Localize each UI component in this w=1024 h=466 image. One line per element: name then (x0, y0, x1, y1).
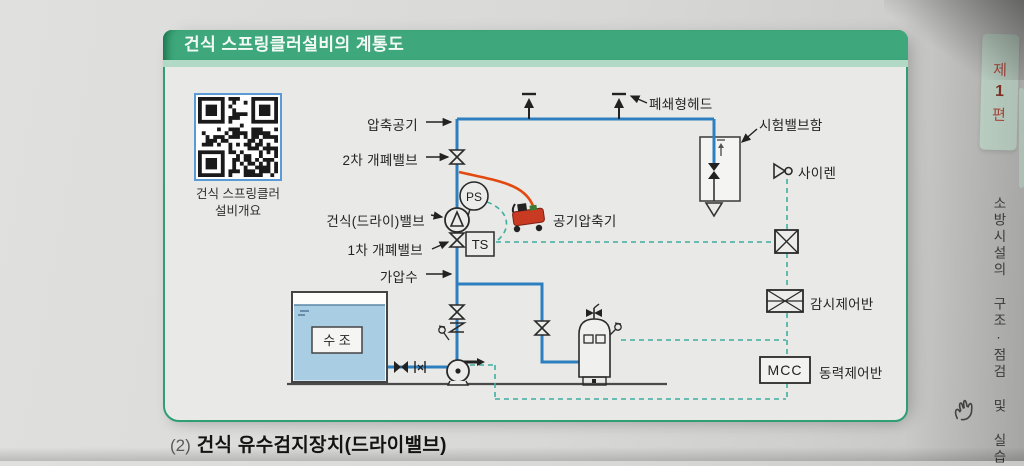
book-vertical-title: 소방시설의 구조·점검 및 실습 (991, 196, 1006, 466)
label-pressurized-water: 가압수 (379, 270, 418, 285)
sprinkler-schematic: 수 조 (287, 92, 811, 400)
chamber-gauge-icon (614, 323, 622, 331)
qr-block: 건식 스프링클러 설비개요 (187, 93, 289, 220)
label-power-panel: 동력제어반 (819, 366, 883, 381)
section-header-bar: 건식 스프링클러설비의 계통도 (163, 30, 908, 60)
fire-pump-icon (446, 358, 485, 386)
drain-funnel-icon (704, 202, 724, 218)
ts-label: TS (472, 237, 489, 252)
suction-fittings (394, 361, 426, 373)
primary-gate-valve-icon (448, 232, 466, 248)
hand-scribble-icon (954, 399, 973, 421)
annotation-arrows (426, 95, 758, 279)
label-secondary-valve: 2차 개폐밸브 (342, 153, 418, 168)
qr-code-image (198, 97, 278, 177)
siren-icon (773, 162, 793, 180)
ps-label: PS (466, 190, 482, 204)
tamper-switch-box (465, 231, 495, 257)
qr-caption-line2: 설비개요 (214, 204, 261, 218)
photo-bottom-shade (0, 447, 1024, 461)
air-hose (458, 170, 536, 210)
riser-devices (438, 149, 495, 341)
footer-caption: (2) 건식 유수검지장치(드라이밸브) (170, 430, 447, 457)
water-tank: 수 조 (291, 291, 388, 383)
gauge-icon (438, 326, 446, 334)
pressure-switch-circle (459, 181, 489, 211)
signal-lines (470, 179, 788, 400)
label-test-valve-box: 시험밸브함 (759, 118, 823, 133)
label-monitor-panel: 감시제어반 (810, 297, 874, 312)
secondary-gate-valve-icon (448, 149, 466, 165)
label-primary-valve: 1차 개폐밸브 (347, 243, 423, 258)
label-siren: 사이렌 (798, 166, 837, 181)
mcc-label: MCC (768, 362, 803, 378)
pressure-chamber (578, 303, 622, 386)
next-tab-sliver (1019, 88, 1024, 188)
branch-valve-icon (533, 320, 551, 336)
qr-caption-line1: 건식 스프링클러 (196, 187, 280, 201)
junction-box-icon (774, 229, 799, 254)
header-accent-band (163, 60, 908, 67)
section-title: 건식 스프링클러설비의 계통도 (184, 35, 405, 54)
part-tab-je: 제 (992, 61, 1008, 80)
swing-check-icon (447, 322, 467, 333)
label-compressed-air: 압축공기 (367, 118, 418, 133)
tank-label-box (311, 326, 363, 354)
part-tab-pyeon: 편 (991, 106, 1007, 125)
closed-sprinkler-heads (522, 92, 626, 119)
tank-label: 수 조 (323, 333, 351, 348)
water-piping (387, 117, 714, 369)
content-card: 건식 스프링클러설비의 계통도 건식 스프링클러 설비개요 (163, 30, 908, 422)
part-tab: 제 1 편 (979, 33, 1020, 151)
air-compressor-icon (511, 203, 545, 233)
monitor-panel-icon (766, 289, 804, 313)
label-air-compressor: 공기압축기 (553, 214, 617, 229)
label-dry-valve: 건식(드라이)밸브 (326, 214, 425, 229)
part-tab-number: 1 (994, 82, 1005, 101)
riser-check-valve-icon (448, 304, 466, 320)
test-valve-contents (704, 139, 725, 218)
qr-code (194, 93, 282, 181)
footer-index: (2) (170, 436, 191, 455)
footer-title: 건식 유수검지장치(드라이밸브) (196, 435, 447, 456)
mcc-box: MCC (759, 356, 811, 384)
label-closed-head: 폐쇄형헤드 (649, 97, 713, 112)
